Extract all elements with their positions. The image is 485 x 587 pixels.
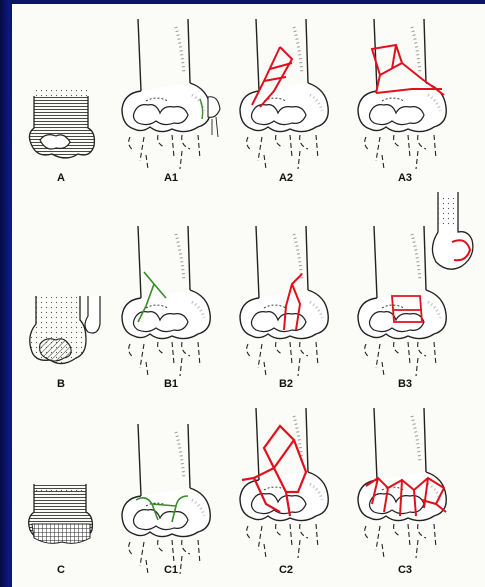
panel-label-b1: B1 bbox=[164, 378, 178, 390]
panel-c1-illustration bbox=[122, 424, 210, 574]
panel-label-a: A bbox=[57, 172, 65, 184]
panel-label-c3: C3 bbox=[398, 564, 412, 576]
panel-b3-lateral-inset bbox=[432, 192, 472, 269]
panel-label-b3: B3 bbox=[398, 378, 412, 390]
panel-a1-illustration bbox=[122, 19, 220, 169]
slide-edge bbox=[0, 0, 10, 587]
panel-label-c: C bbox=[57, 564, 65, 576]
panel-c2-illustration bbox=[240, 408, 328, 558]
panel-label-c2: C2 bbox=[279, 564, 293, 576]
panel-c-illustration bbox=[29, 482, 93, 543]
panel-b2-illustration bbox=[240, 226, 328, 376]
panel-label-a2: A2 bbox=[279, 172, 293, 184]
illustration-canvas bbox=[12, 4, 485, 587]
panel-a2-illustration bbox=[240, 19, 328, 169]
panel-label-b: B bbox=[57, 378, 65, 390]
panel-c3-illustration bbox=[358, 408, 446, 558]
fracture-classification-plate: A A1 A2 A3 B B1 B2 B3 C C1 C2 C3 bbox=[12, 4, 485, 587]
panel-label-c1: C1 bbox=[164, 564, 178, 576]
panel-label-b2: B2 bbox=[279, 378, 293, 390]
panel-a-illustration bbox=[29, 90, 94, 158]
panel-label-a1: A1 bbox=[164, 172, 178, 184]
panel-b1-illustration bbox=[122, 226, 210, 376]
panel-label-a3: A3 bbox=[398, 172, 412, 184]
panel-b-illustration bbox=[30, 296, 100, 364]
panel-a3-illustration bbox=[358, 19, 446, 169]
